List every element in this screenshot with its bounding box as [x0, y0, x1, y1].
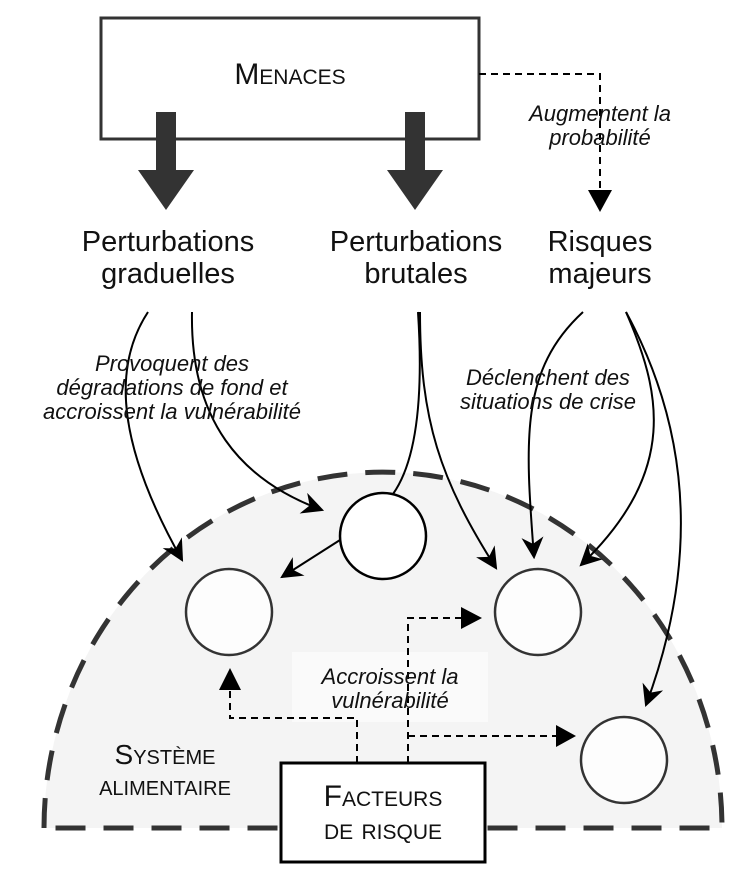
risk-factors-box [279, 761, 487, 864]
risk-dashed-to-circle-1 [229, 688, 358, 763]
risk-arrowhead-1 [219, 668, 241, 690]
node-major-risks: Risques majeurs [520, 226, 680, 291]
node-gradual-line1: Perturbations [81, 226, 255, 258]
annotation-line: Augmentent la [529, 101, 671, 126]
system-element-circle-1 [184, 567, 274, 657]
food-system-line1: Système [114, 739, 216, 770]
probability-arrowhead [588, 190, 612, 212]
annotation-line: dégradations de fond et [56, 375, 288, 401]
node-sudden-line2: brutales [364, 258, 468, 291]
threat-arrow-sudden [387, 112, 443, 210]
risk-factors-label: Facteurs de risque [281, 780, 485, 846]
system-element-circle-2 [338, 491, 428, 581]
risk-arrowhead-4 [556, 725, 576, 747]
threat-arrow-gradual [138, 112, 194, 210]
risk-factors-line1: Facteurs [323, 780, 443, 813]
vulnerability-label-bg [292, 652, 488, 722]
annotation-line: vulnérabilité [331, 688, 449, 714]
risk-arrowhead-3 [461, 607, 482, 629]
annotation-crisis: Déclenchent des situations de crise [418, 365, 678, 415]
major-curve-2 [579, 311, 655, 567]
food-system-line2: alimentaire [99, 769, 231, 801]
sudden-curve-2 [419, 311, 498, 570]
gradual-curve-2 [190, 311, 325, 514]
risk-dashed-to-circle-3 [407, 617, 462, 763]
annotation-line: Accroissent la [321, 664, 459, 689]
node-gradual: Perturbations graduelles [48, 226, 288, 291]
major-curve-1 [521, 311, 584, 560]
sudden-arrow-to-left-circle [280, 539, 341, 579]
annotation-line: Provoquent des [94, 351, 250, 376]
system-element-circle-4 [579, 715, 669, 805]
annotation-degradation: Provoquent des dégradations de fond et a… [0, 351, 344, 425]
node-major-line1: Risques [547, 226, 653, 258]
node-sudden-line1: Perturbations [329, 226, 503, 258]
node-gradual-line2: graduelles [101, 258, 235, 291]
node-major-line2: majeurs [548, 258, 652, 291]
food-system-label: Système alimentaire [60, 739, 270, 802]
threats-label: Menaces [234, 58, 346, 91]
sudden-curve-1 [392, 311, 421, 495]
annotation-increase-probability: Augmentent la probabilité [500, 101, 700, 151]
gradual-curve-1 [124, 311, 184, 562]
probability-arrow [479, 73, 601, 192]
annotation-line: probabilité [549, 125, 651, 151]
major-curve-3 [625, 311, 682, 708]
system-element-circle-3 [493, 567, 583, 657]
annotation-line: Déclenchent des [466, 365, 630, 390]
annotation-vulnerability: Accroissent la vulnérabilité [292, 664, 488, 714]
node-sudden: Perturbations brutales [296, 226, 536, 291]
risk-factors-line2: de risque [323, 813, 443, 846]
food-system-region [41, 469, 725, 831]
annotation-line: situations de crise [459, 389, 637, 415]
annotation-line: accroissent la vulnérabilité [42, 399, 302, 425]
